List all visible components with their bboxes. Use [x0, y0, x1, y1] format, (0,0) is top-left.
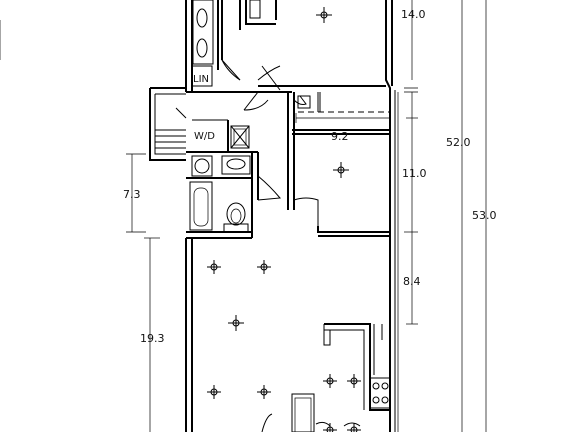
ceiling-light-icon: [207, 385, 221, 399]
ceiling-light-icon: [347, 374, 361, 388]
sink-icon: [196, 8, 208, 28]
dim-living-depth: 19.3: [140, 332, 165, 345]
doors: [221, 59, 319, 226]
ceiling-light-icon: [228, 315, 244, 331]
dim-bath-depth: 7.3: [123, 188, 141, 201]
room-label-washer-dryer: W/D: [194, 131, 215, 142]
ceiling-light-icon: [347, 423, 361, 432]
ceiling-light-icon: [257, 260, 271, 274]
sink-icon: [196, 38, 208, 58]
ceiling-light-icon: [333, 162, 349, 178]
entry-stair: [149, 87, 187, 161]
bathtub-icon: [189, 181, 213, 231]
lights: [207, 7, 361, 432]
dim-top-right-length: 14.0: [401, 8, 426, 21]
vanity: [192, 0, 214, 65]
ceiling-light-icon: [323, 423, 337, 432]
dim-overall-outer: 53.0: [472, 209, 497, 222]
toilet-icon: [226, 202, 246, 226]
room-label-linen: LIN: [193, 74, 209, 85]
toilet-tank: [223, 223, 249, 233]
refrigerator-icon: [291, 393, 315, 432]
ceiling-light-icon: [207, 260, 221, 274]
dimension-lines: [0, 0, 487, 432]
ceiling-light-icon: [323, 374, 337, 388]
dim-entry-depth: 8.4: [403, 275, 421, 288]
dim-overall-inner: 52.0: [446, 136, 471, 149]
ceiling-light-icon: [257, 385, 271, 399]
dim-bedroom-depth: 11.0: [402, 167, 427, 180]
range-icon: [369, 377, 391, 409]
dim-bedroom-width: 9.2: [331, 130, 349, 143]
ceiling-light-icon: [316, 7, 332, 23]
lavatory-icon: [226, 158, 246, 170]
walls: [185, 0, 399, 432]
washer-dryer-icon: [230, 125, 250, 149]
lavatory-icon: [194, 158, 210, 174]
fixtures: [189, 0, 391, 432]
